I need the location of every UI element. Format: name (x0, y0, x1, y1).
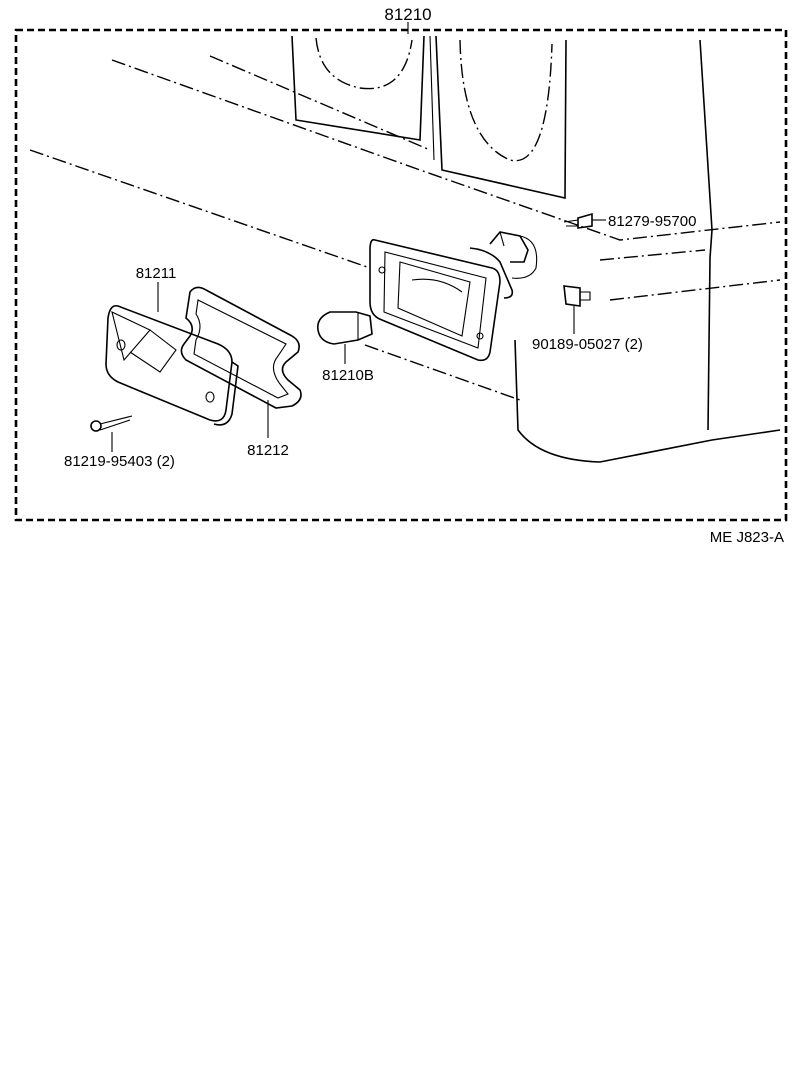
bulb (316, 311, 373, 364)
lamp-housing (369, 231, 538, 362)
vehicle-body (29, 35, 781, 463)
gasket-label: 81212 (247, 442, 289, 459)
bulb-label: 81210B (322, 367, 374, 384)
lens-label: 81211 (136, 265, 177, 282)
mounting-screw-label: 81279-95700 (608, 213, 696, 230)
figure-code-label: ME J823-A (710, 529, 784, 546)
gasket (180, 286, 302, 438)
assembly-boundary (14, 28, 788, 522)
mounting-screw (563, 212, 606, 229)
clip-nut-label: 90189-05027 (2) (532, 336, 643, 353)
lens-screw-label: 81219-95403 (2) (64, 453, 175, 470)
lens-screw (90, 415, 133, 452)
lens (105, 282, 239, 426)
clip-nut (563, 285, 591, 334)
assembly-part-label: 81210 (384, 5, 431, 24)
